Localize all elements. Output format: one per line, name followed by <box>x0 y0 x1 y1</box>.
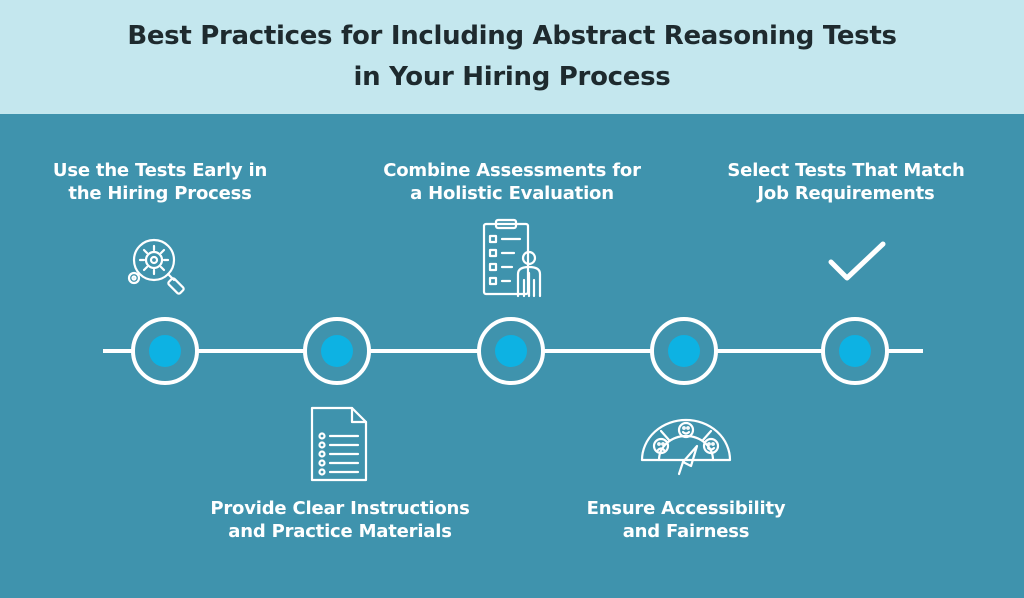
step-1-node-dot <box>149 335 181 367</box>
step-5-node <box>821 317 889 385</box>
step-3-node <box>477 317 545 385</box>
step-5-line-1: Select Tests That Match <box>727 160 965 181</box>
title-line-2: in Your Hiring Process <box>353 62 671 92</box>
step-4-label: Ensure Accessibility and Fairness <box>536 497 836 543</box>
step-2-line-2: and Practice Materials <box>228 521 452 542</box>
step-1-label: Use the Tests Early in the Hiring Proces… <box>10 159 310 205</box>
step-3-node-dot <box>495 335 527 367</box>
clipboard-person-icon <box>482 218 542 298</box>
step-2-line-1: Provide Clear Instructions <box>210 498 470 519</box>
step-2-node-dot <box>321 335 353 367</box>
checkmark-icon <box>828 241 886 281</box>
document-checklist-icon <box>310 406 368 482</box>
satisfaction-gauge-icon <box>640 418 732 476</box>
header-banner: Best Practices for Including Abstract Re… <box>0 0 1024 114</box>
step-4-node-dot <box>668 335 700 367</box>
step-1-line-2: the Hiring Process <box>68 183 252 204</box>
step-3-label: Combine Assessments for a Holistic Evalu… <box>362 159 662 205</box>
title-line-1: Best Practices for Including Abstract Re… <box>127 21 897 51</box>
step-4-line-1: Ensure Accessibility <box>586 498 786 519</box>
step-3-line-2: a Holistic Evaluation <box>410 183 614 204</box>
step-4-node <box>650 317 718 385</box>
step-5-line-2: Job Requirements <box>757 183 935 204</box>
step-3-line-1: Combine Assessments for <box>383 160 641 181</box>
step-2-label: Provide Clear Instructions and Practice … <box>190 497 490 543</box>
step-2-node <box>303 317 371 385</box>
timeline: Use the Tests Early in the Hiring Proces… <box>0 114 1024 598</box>
page-title: Best Practices for Including Abstract Re… <box>62 16 962 98</box>
gear-search-icon <box>127 238 185 295</box>
step-5-label: Select Tests That Match Job Requirements <box>696 159 996 205</box>
step-1-line-1: Use the Tests Early in <box>52 160 268 181</box>
step-1-node <box>131 317 199 385</box>
step-5-node-dot <box>839 335 871 367</box>
step-4-line-2: and Fairness <box>622 521 750 542</box>
